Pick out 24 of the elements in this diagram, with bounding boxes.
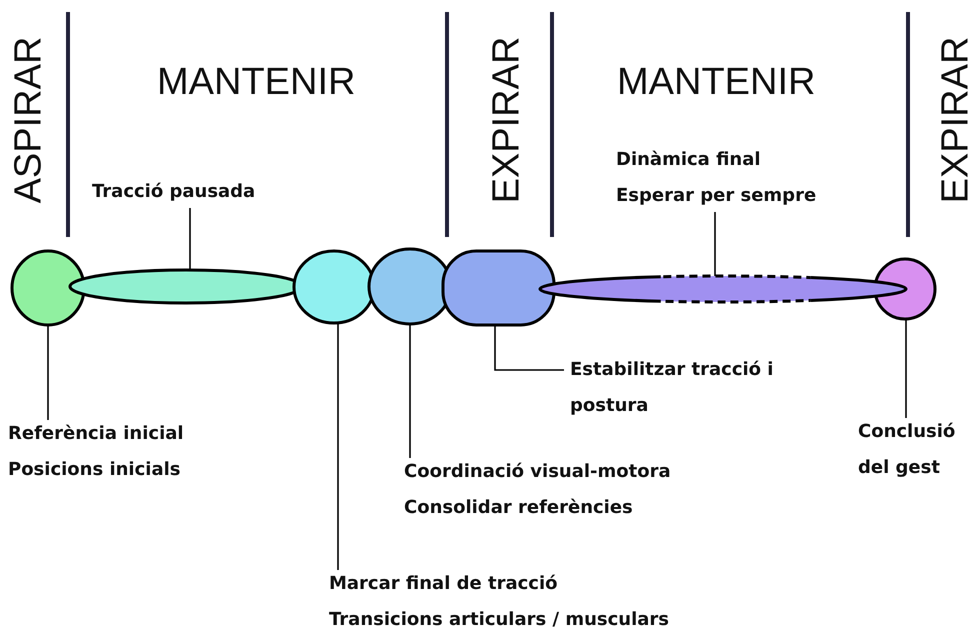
annotation-text: Posicions inicials <box>8 458 180 482</box>
annotation-text: Dinàmica final <box>616 148 761 172</box>
leader-line <box>337 322 339 570</box>
annotation-text: Referència inicial <box>8 422 184 446</box>
annotation-text: Conclusió <box>858 420 956 444</box>
leader-line <box>714 212 716 276</box>
phase-label: EXPIRAR <box>486 36 525 204</box>
leader-line <box>409 324 411 458</box>
annotation-text: Esperar per sempre <box>616 184 816 208</box>
annotation-text: Estabilitzar tracció i postura <box>570 358 774 418</box>
leader-line <box>189 208 191 270</box>
leader-line <box>47 325 49 420</box>
annotation-text: Coordinació visual-motora <box>404 460 671 484</box>
annotation-text: Consolidar referències <box>404 496 633 520</box>
annotation-text: del gest <box>858 456 940 480</box>
annotation-text: Marcar final de tracció <box>329 572 558 596</box>
annotation-text: Tracció pausada <box>92 180 256 204</box>
annotation-text: Transicions articulars / musculars <box>329 608 669 632</box>
phase-label: MANTENIR <box>617 63 816 101</box>
phase-label: MANTENIR <box>157 63 356 101</box>
phase-label: EXPIRAR <box>936 36 973 204</box>
leader-line <box>905 318 907 418</box>
phase-label: ASPIRAR <box>8 36 47 204</box>
leader-line <box>494 325 564 371</box>
